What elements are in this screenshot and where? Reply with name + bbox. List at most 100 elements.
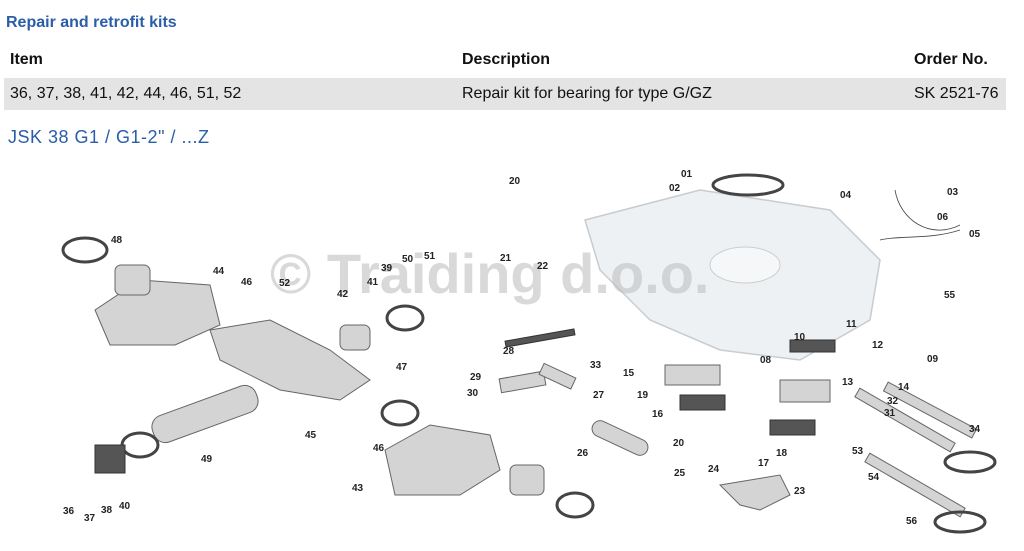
callout: 28 [503,346,515,357]
callout: 16 [652,409,664,420]
callout: 21 [500,253,512,264]
cable-05 [879,229,961,241]
bushing-left [114,264,151,296]
callout: 56 [906,516,918,527]
callout: 49 [201,454,213,465]
right-bracket [384,424,501,496]
spring-27 [538,362,577,390]
plate-center [709,246,781,284]
callout: 14 [898,382,910,393]
callout: 15 [623,368,635,379]
callout: 46 [373,443,385,454]
block-16 [679,394,726,411]
callout: 39 [381,263,393,274]
callout: 41 [367,277,379,288]
roller-26 [591,420,649,456]
callout: 32 [887,396,899,407]
rod-53 [854,387,956,453]
callout: 38 [101,505,113,516]
header-order-no: Order No. [914,51,988,68]
callout: 20 [509,176,521,187]
callout: 42 [337,289,349,300]
callout: 23 [794,486,806,497]
cell-order-no: SK 2521-76 [908,78,1006,110]
callout: 27 [593,390,605,401]
callout: 50 [402,254,414,265]
handle-34 [943,450,997,474]
callout: 26 [577,448,589,459]
spring-29 [498,370,547,394]
header-item: Item [10,51,43,68]
callout: 20 [673,438,685,449]
callout: 05 [969,229,981,240]
left-bracket [94,279,221,346]
exploded-parts-diagram: © Traiding d.o.o. 01 02 03 04 05 06 08 0… [61,169,997,534]
callout: 31 [884,408,896,419]
callout: 37 [84,513,96,524]
callout: 51 [424,251,436,262]
axle-body [209,319,371,401]
callout: 03 [947,187,959,198]
callout: 33 [590,360,602,371]
header-description: Description [462,51,551,68]
section-title: Repair and retrofit kits [6,14,177,31]
callout: 34 [969,424,981,435]
callout: 47 [396,362,408,373]
callout: 09 [927,354,939,365]
callout: 36 [63,506,75,517]
kits-table: Item Description Order No. 36, 37, 38, 4… [4,42,1006,110]
callout: 30 [467,388,479,399]
cable-06 [894,189,961,231]
callout: 25 [674,468,686,479]
callout: 17 [758,458,770,469]
bushing-42 [339,324,371,351]
bearing-ring [711,173,785,197]
callout: 19 [637,390,649,401]
callout: 01 [681,169,693,180]
handle-56 [933,510,987,534]
rod-34 [882,381,978,439]
callout: 22 [537,261,549,272]
ring-48 [61,236,109,264]
callout: 18 [776,448,788,459]
bushing-right [509,464,545,496]
pin-49 [151,384,259,444]
cell-description: Repair kit for bearing for type G/GZ [456,78,908,110]
callout: 55 [944,290,956,301]
ring-39 [385,304,425,332]
callout: 02 [669,183,681,194]
block-18 [769,419,816,436]
callout: 43 [352,483,364,494]
callout: 13 [842,377,854,388]
plate-40 [94,444,126,474]
callout: 45 [305,430,317,441]
housing-14 [779,379,831,403]
callout: 46 [241,277,253,288]
table-row: 36, 37, 38, 41, 42, 44, 46, 51, 52 Repai… [4,78,1006,110]
table-header-row: Item Description Order No. [4,42,1006,78]
model-title: JSK 38 G1 / G1-2" / ...Z [8,127,210,147]
ring-40 [120,431,160,459]
callout: 24 [708,464,720,475]
watermark: © Traiding d.o.o. [270,242,709,305]
callout: 10 [794,332,806,343]
callout: 48 [111,235,123,246]
callout: 29 [470,372,482,383]
callout: 08 [760,355,772,366]
lock-23 [718,474,791,511]
callout: 11 [846,319,857,330]
callout: 06 [937,212,949,223]
callout: 53 [852,446,864,457]
rod-56 [864,452,966,518]
callout: 12 [872,340,884,351]
bar-28 [504,328,576,348]
callout-labels: 01 02 03 04 05 06 08 09 11 12 13 14 15 1… [63,169,981,527]
callout: 44 [213,266,225,277]
callout: 54 [868,472,880,483]
ring-right [555,491,595,519]
callout: 40 [119,501,131,512]
ring-47 [380,399,420,427]
bracket-10 [789,339,836,353]
housing-15 [664,364,721,386]
cell-item: 36, 37, 38, 41, 42, 44, 46, 51, 52 [4,78,456,110]
